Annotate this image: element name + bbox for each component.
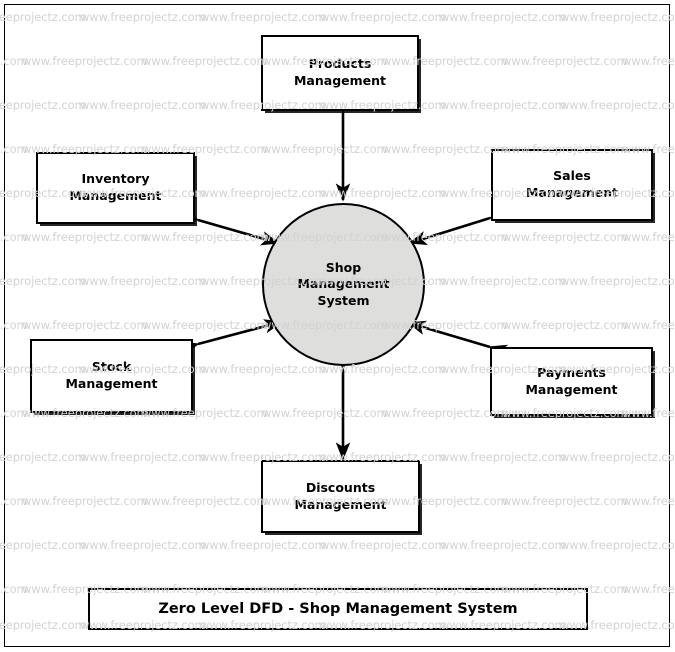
flow-process-stock [180, 319, 283, 356]
diagram-title: Zero Level DFD - Shop Management System [158, 601, 518, 617]
diagram-caption-bar: Zero Level DFD - Shop Management System [88, 588, 588, 630]
flow-process-inventory [179, 208, 280, 246]
flow-process-payments [407, 320, 509, 359]
flow-process-sales [408, 206, 509, 245]
